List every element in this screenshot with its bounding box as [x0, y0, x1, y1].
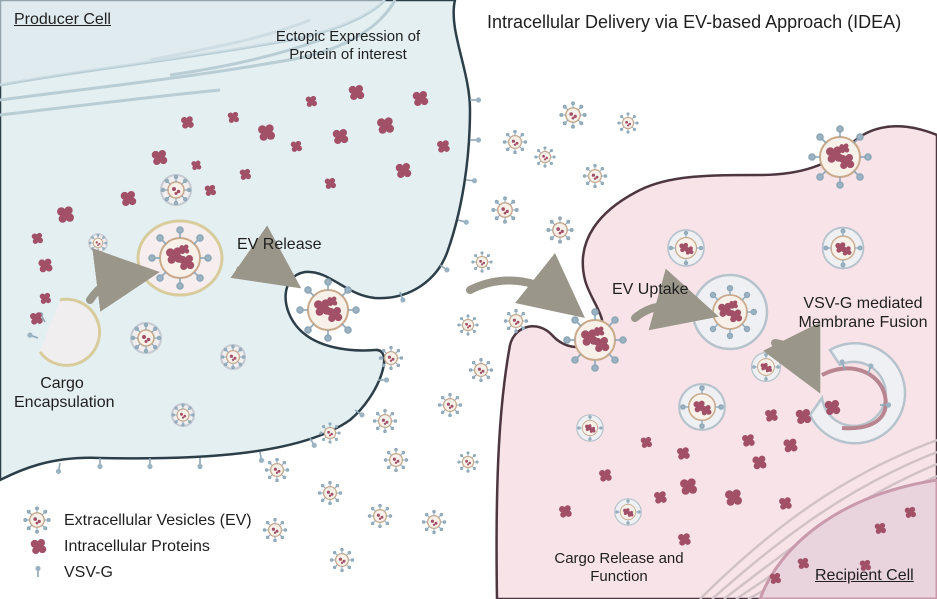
- cargo-line-1: Cargo: [40, 375, 84, 392]
- fusion-endosome: [808, 342, 907, 445]
- cargo-release-label: Cargo Release and Function: [536, 550, 702, 586]
- release-line-2: Function: [590, 568, 648, 585]
- cargo-encapsulation-label: Cargo Encapsulation: [14, 374, 115, 412]
- docking-ev: [564, 309, 626, 371]
- forming-vesicle: [25, 292, 101, 367]
- fusion-line-1: VSV-G mediated: [803, 295, 923, 312]
- fusion-line-2: Membrane Fusion: [798, 314, 928, 332]
- producer-cell-label: Producer Cell: [14, 11, 111, 28]
- ev-release-label: EV Release: [237, 236, 322, 253]
- legend-icons: [23, 506, 51, 578]
- ev-uptake-label: EV Uptake: [612, 281, 689, 298]
- membrane-fusion-label: VSV-G mediated Membrane Fusion: [793, 294, 933, 332]
- mvb-vesicle: [136, 219, 224, 297]
- legend-protein-label: Intracellular Proteins: [64, 538, 210, 555]
- top-right-ev: [809, 126, 871, 188]
- ectopic-line-2: Protein of interest: [289, 46, 407, 63]
- diagram-title: Intracellular Delivery via EV-based Appr…: [487, 12, 902, 32]
- producer-evs: [88, 174, 246, 427]
- process-arrows: [86, 225, 821, 394]
- intracellular-protein-icon: [30, 538, 47, 555]
- cargo-line-2: Encapsulation: [14, 394, 115, 412]
- recipient-cell-label: Recipient Cell: [815, 567, 914, 584]
- budding-ev: [297, 279, 359, 341]
- ectopic-expression-label: Ectopic Expression of Protein of interes…: [258, 28, 438, 64]
- vsvg-glycoprotein-icon: [34, 565, 42, 578]
- legend-ev-label: Extracellular Vesicles (EV): [64, 512, 252, 529]
- extracellular-vesicle-icon: [23, 506, 51, 534]
- release-line-1: Cargo Release and: [554, 550, 684, 567]
- ectopic-line-1: Ectopic Expression of: [275, 28, 421, 45]
- legend-vsvg-label: VSV-G: [64, 564, 113, 581]
